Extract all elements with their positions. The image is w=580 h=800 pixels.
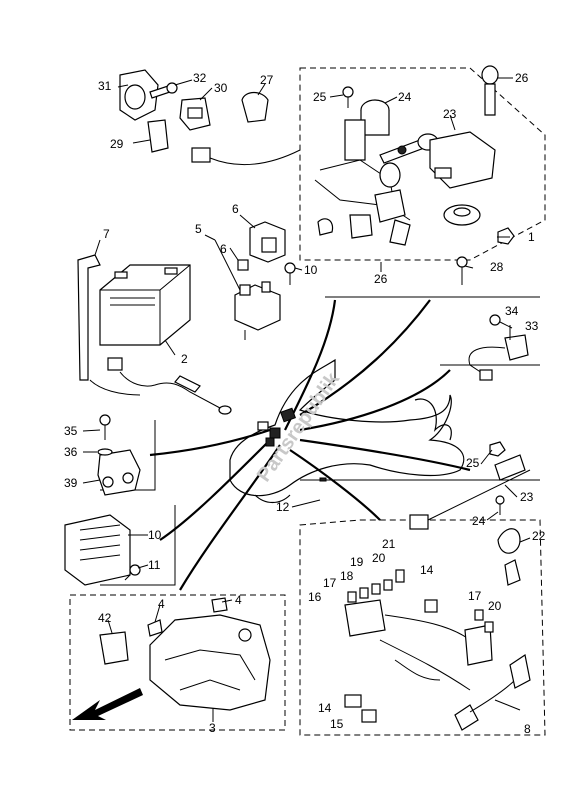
washer-41 — [97, 448, 113, 456]
lamp-harness — [409, 454, 531, 586]
callout-37: 33 — [525, 319, 539, 333]
rectifier-39 — [97, 449, 141, 496]
callout-42: 42 — [98, 611, 112, 625]
frame-bracket — [149, 614, 271, 711]
relay-unit — [249, 221, 286, 263]
callout-41: 36 — [64, 445, 78, 459]
sensor-37 — [468, 334, 529, 381]
screw-29 — [342, 86, 354, 108]
ignition-key — [379, 133, 439, 164]
grommet — [443, 204, 481, 226]
nut-1 — [497, 227, 515, 245]
callout-4b: 4 — [235, 593, 242, 607]
bolt-12 — [124, 564, 141, 581]
callout-5: 5 — [195, 222, 202, 236]
switch-bracket — [179, 97, 211, 131]
callout-35: 31 — [98, 79, 112, 93]
bolt-40 — [99, 414, 111, 440]
callout-33: 29 — [110, 137, 124, 151]
leader-lines — [82, 77, 531, 722]
ecu-module — [429, 131, 496, 189]
callout-20a: 20 — [372, 551, 386, 565]
central-connectors — [257, 407, 327, 482]
callout-40: 35 — [64, 424, 78, 438]
callout-21: 21 — [382, 537, 396, 551]
callout-22: 22 — [532, 529, 546, 543]
battery-cable — [107, 357, 232, 415]
wire-harness — [344, 569, 494, 723]
harness-lines — [149, 299, 540, 591]
callout-31: 27 — [260, 73, 274, 87]
fuse — [237, 259, 249, 271]
callout-29: 25 — [313, 90, 327, 104]
bulb-4b — [211, 597, 228, 613]
front-arrow — [72, 688, 143, 720]
callout-13: 12 — [276, 500, 290, 514]
callout-1: 1 — [528, 230, 535, 244]
callout-19: 19 — [350, 555, 364, 569]
regulator-11 — [64, 514, 131, 586]
callout-24: 24 — [472, 514, 486, 528]
starter-relay — [234, 281, 281, 340]
battery — [99, 264, 191, 346]
callout-30: 26 — [515, 71, 529, 85]
screw-36 — [149, 82, 178, 99]
callout-23: 23 — [520, 490, 534, 504]
callout-11: 10 — [148, 528, 162, 542]
callout-14a: 14 — [420, 563, 434, 577]
callout-8: 7 — [103, 227, 110, 241]
callout-38: 34 — [505, 304, 519, 318]
bulb-4a — [147, 619, 163, 637]
clip-31 — [241, 91, 269, 123]
ignition-switch — [314, 99, 411, 246]
callout-labels: 31 32 30 27 29 25 24 23 26 1 26 28 7 6 5… — [64, 71, 546, 736]
callout-17a: 17 — [323, 576, 337, 590]
callout-12: 11 — [148, 558, 161, 572]
callout-36: 32 — [193, 71, 207, 85]
callout-9: 8 — [524, 722, 531, 736]
bolt-32 — [456, 256, 468, 285]
callout-16: 16 — [308, 590, 322, 604]
callout-25: 25 — [466, 456, 480, 470]
callout-32: 28 — [490, 260, 504, 274]
callout-4a: 4 — [158, 597, 165, 611]
screw-24 — [495, 495, 505, 515]
nut-25 — [489, 441, 506, 457]
callout-15: 15 — [330, 717, 344, 731]
wire-to-ignition — [191, 147, 301, 166]
bolt-10 — [284, 262, 296, 285]
handlebar-clamp — [119, 69, 159, 121]
callout-39: 39 — [64, 476, 78, 490]
key-30 — [481, 65, 499, 116]
callout-3: 3 — [209, 721, 216, 735]
callout-28: 24 — [398, 90, 412, 104]
callout-27: 23 — [443, 107, 457, 121]
callout-17b: 17 — [468, 589, 482, 603]
callout-34: 30 — [214, 81, 228, 95]
motorcycle-body-outline — [229, 358, 465, 504]
callout-20b: 20 — [488, 599, 502, 613]
callout-10: 10 — [304, 263, 318, 277]
callout-7: 6 — [232, 202, 239, 216]
callout-2: 2 — [181, 352, 188, 366]
callout-26: 26 — [374, 272, 388, 286]
callout-14b: 14 — [318, 701, 332, 715]
connector-33 — [147, 119, 169, 153]
callout-6: 6 — [220, 242, 227, 256]
sensor-9 — [454, 654, 531, 731]
relay-42 — [99, 631, 129, 665]
callout-18: 18 — [340, 569, 354, 583]
